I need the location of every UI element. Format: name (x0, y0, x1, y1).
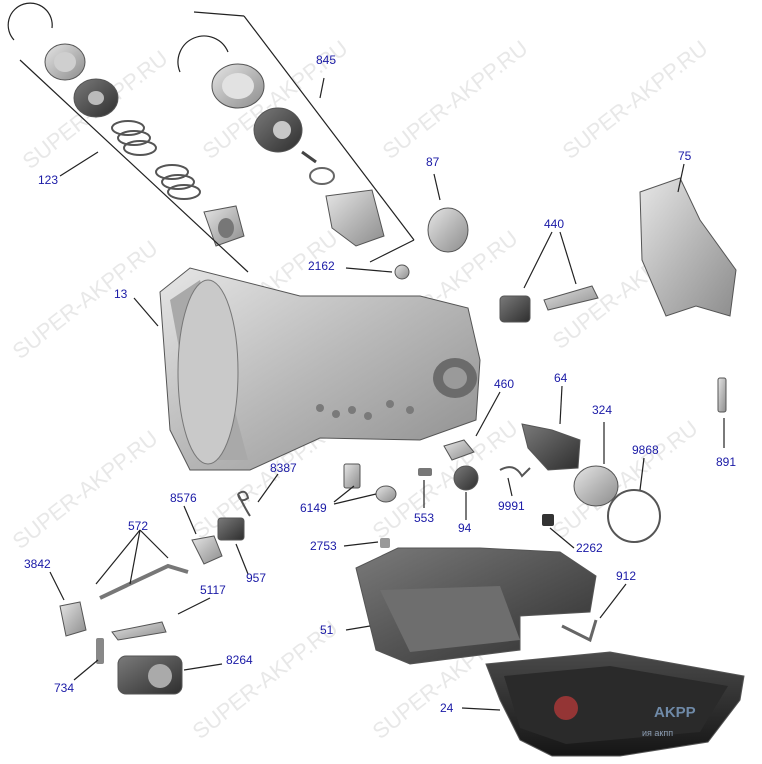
part-5117 (111, 621, 167, 641)
callout-845: 845 (316, 53, 336, 67)
leader-lines (49, 77, 725, 711)
part-324 (573, 465, 619, 507)
callout-2753: 2753 (310, 539, 337, 553)
part-24-oil-pan (485, 651, 745, 757)
piston-kit-845 (177, 11, 415, 263)
callout-24: 24 (440, 701, 454, 715)
callout-2262: 2262 (576, 541, 603, 555)
callout-891: 891 (716, 455, 736, 469)
callout-734: 734 (54, 681, 74, 695)
part-440 (499, 285, 599, 323)
callout-123: 123 (38, 173, 58, 187)
callout-3842: 3842 (24, 557, 51, 571)
part-75 (639, 177, 737, 317)
callout-5117: 5117 (200, 583, 226, 597)
brand-text: AKPP (654, 704, 696, 721)
callout-75: 75 (678, 149, 692, 163)
part-51-valve-body (355, 547, 597, 665)
part-87 (427, 207, 469, 253)
brand-logo: AKPP ия акпп (554, 696, 696, 738)
callout-957: 957 (246, 571, 266, 585)
callout-8576: 8576 (170, 491, 197, 505)
callout-51: 51 (320, 623, 334, 637)
part-891 (717, 377, 727, 413)
part-2753 (380, 538, 390, 548)
part-3842 (59, 601, 87, 637)
part-9991 (499, 466, 531, 478)
watermark: SUPER-AKPP.RU (8, 235, 163, 364)
part-2262 (542, 514, 554, 526)
callout-324: 324 (592, 403, 612, 417)
watermark: SUPER-AKPP.RU (548, 415, 703, 544)
part-8264 (117, 655, 183, 695)
watermark: SUPER-AKPP.RU (378, 35, 533, 164)
callout-2162: 2162 (308, 259, 335, 273)
part-8576 (191, 535, 223, 565)
callout-9991: 9991 (498, 499, 525, 513)
part-553 (418, 468, 432, 476)
transmission-case (159, 267, 481, 471)
callout-94: 94 (458, 521, 472, 535)
brand-subtext: ия акпп (642, 728, 673, 738)
part-9868 (607, 489, 661, 543)
part-8387 (237, 490, 251, 517)
part-460 (443, 439, 475, 461)
watermark: SUPER-AKPP.RU (558, 35, 713, 164)
piston-kit-123 (7, 2, 249, 273)
part-912 (561, 619, 598, 643)
part-572 (99, 563, 189, 600)
callout-8264: 8264 (226, 653, 253, 667)
part-64 (521, 423, 581, 471)
part-2162 (394, 264, 410, 280)
callout-64: 64 (554, 371, 568, 385)
part-957 (217, 517, 245, 541)
part-6149 (343, 463, 397, 503)
callout-572: 572 (128, 519, 148, 533)
part-734 (96, 638, 104, 664)
callout-9868: 9868 (632, 443, 659, 457)
part-94 (453, 465, 479, 491)
callout-6149: 6149 (300, 501, 327, 515)
callout-labels: 845 123 87 75 440 2162 13 460 64 324 986… (24, 53, 736, 715)
callout-460: 460 (494, 377, 514, 391)
callout-912: 912 (616, 569, 636, 583)
callout-13: 13 (114, 287, 128, 301)
callout-87: 87 (426, 155, 440, 169)
brand-logo-icon (554, 696, 578, 720)
callout-553: 553 (414, 511, 434, 525)
callout-440: 440 (544, 217, 564, 231)
callout-8387: 8387 (270, 461, 297, 475)
